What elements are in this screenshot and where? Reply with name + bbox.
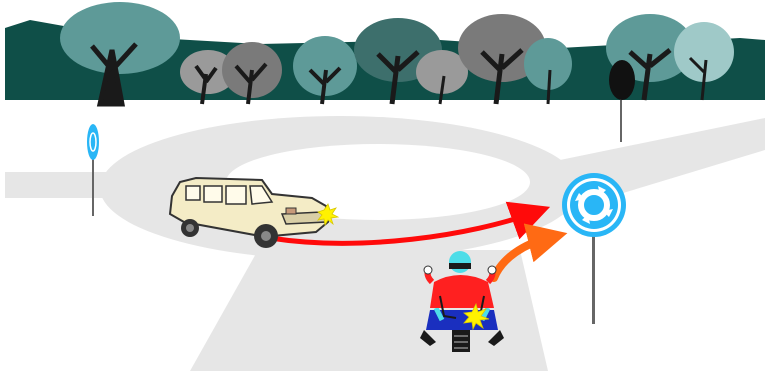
oval-traffic-sign-icon xyxy=(609,60,635,142)
roundabout-sign-icon xyxy=(562,173,626,324)
roundabout-sign-small-icon xyxy=(87,124,99,216)
tree-line xyxy=(5,2,765,104)
